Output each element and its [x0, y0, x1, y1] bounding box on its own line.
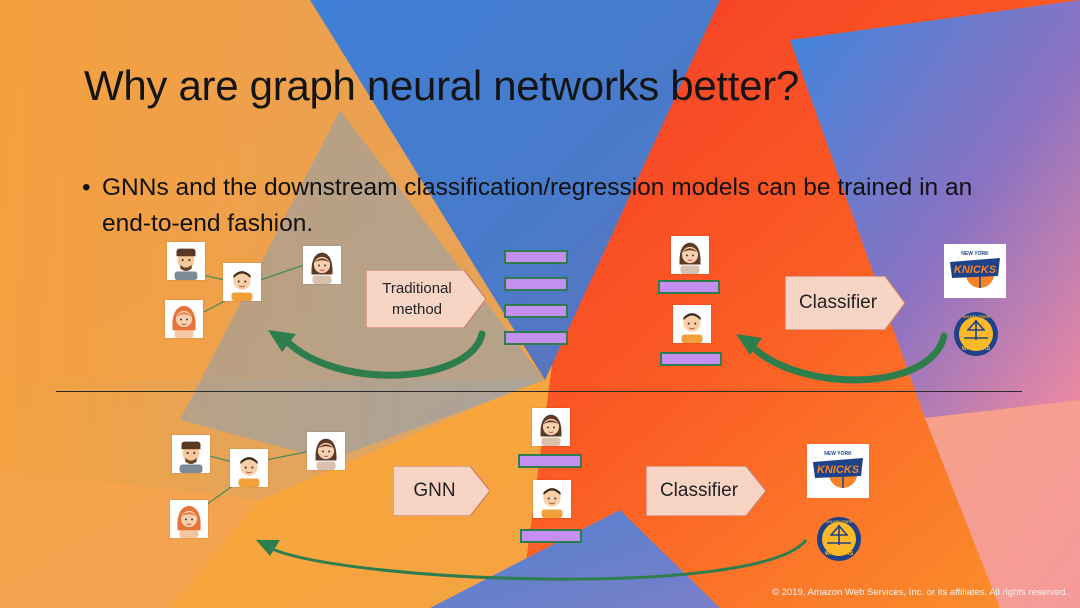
bullet-text: GNNs and the downstream classification/r… — [102, 174, 973, 237]
embedding-vector — [520, 529, 582, 543]
boy-avatar-icon — [533, 480, 571, 518]
boy-avatar-icon — [673, 305, 711, 343]
warriors-logo-arc-text: GOLDEN STATE — [825, 520, 853, 524]
knicks-logo: KNICKS NEW YORK — [807, 444, 869, 498]
slide-title: Why are graph neural networks better? — [84, 62, 799, 109]
warriors-logo: WARRIORS GOLDEN STATE — [952, 310, 1000, 358]
gnn-label: GNN — [413, 480, 456, 501]
embedding-vector — [504, 331, 568, 345]
boy-avatar-icon — [230, 449, 268, 487]
knicks-logo: KNICKS NEW YORK — [944, 244, 1006, 298]
embedding-vector — [504, 304, 568, 318]
classifier-step-top: Classifier — [785, 276, 905, 330]
warriors-logo-arc-text: GOLDEN STATE — [962, 315, 990, 319]
embedding-vector — [660, 352, 722, 366]
classifier-label: Classifier — [798, 292, 878, 313]
man-avatar-icon — [172, 435, 210, 473]
embedding-vector — [504, 250, 568, 264]
woman-avatar-icon — [671, 236, 709, 274]
redhead-woman-avatar-icon — [165, 300, 203, 338]
bullet-point: • GNNs and the downstream classification/… — [82, 170, 1022, 242]
man-avatar-icon — [167, 242, 205, 280]
woman-avatar-icon — [303, 246, 341, 284]
classifier-label: Classifier — [659, 480, 739, 501]
knicks-logo-arc-text: NEW YORK — [961, 251, 989, 257]
redhead-woman-avatar-icon — [170, 500, 208, 538]
warriors-logo-text: WARRIORS — [962, 346, 991, 352]
embedding-vector — [504, 277, 568, 291]
woman-avatar-icon — [532, 408, 570, 446]
embedding-vector — [658, 280, 720, 294]
traditional-method-step: Traditional method — [366, 270, 486, 328]
gnn-step: GNN — [393, 466, 490, 516]
classifier-step-bottom: Classifier — [646, 466, 766, 516]
knicks-logo-text: KNICKS — [817, 464, 860, 476]
copyright-notice: © 2019, Amazon Web Services, Inc. or its… — [771, 587, 1068, 598]
boy-avatar-icon — [223, 263, 261, 301]
traditional-method-label-line1: Traditional — [382, 280, 452, 297]
knicks-logo-text: KNICKS — [954, 264, 997, 276]
bullet-symbol: • — [82, 174, 91, 201]
embedding-vector — [518, 454, 582, 468]
knicks-logo-arc-text: NEW YORK — [824, 451, 852, 457]
woman-avatar-icon — [307, 432, 345, 470]
section-divider — [56, 391, 1022, 392]
warriors-logo-text: WARRIORS — [825, 551, 854, 557]
traditional-method-label-line2: method — [391, 301, 443, 318]
warriors-logo: WARRIORS GOLDEN STATE — [815, 515, 863, 563]
